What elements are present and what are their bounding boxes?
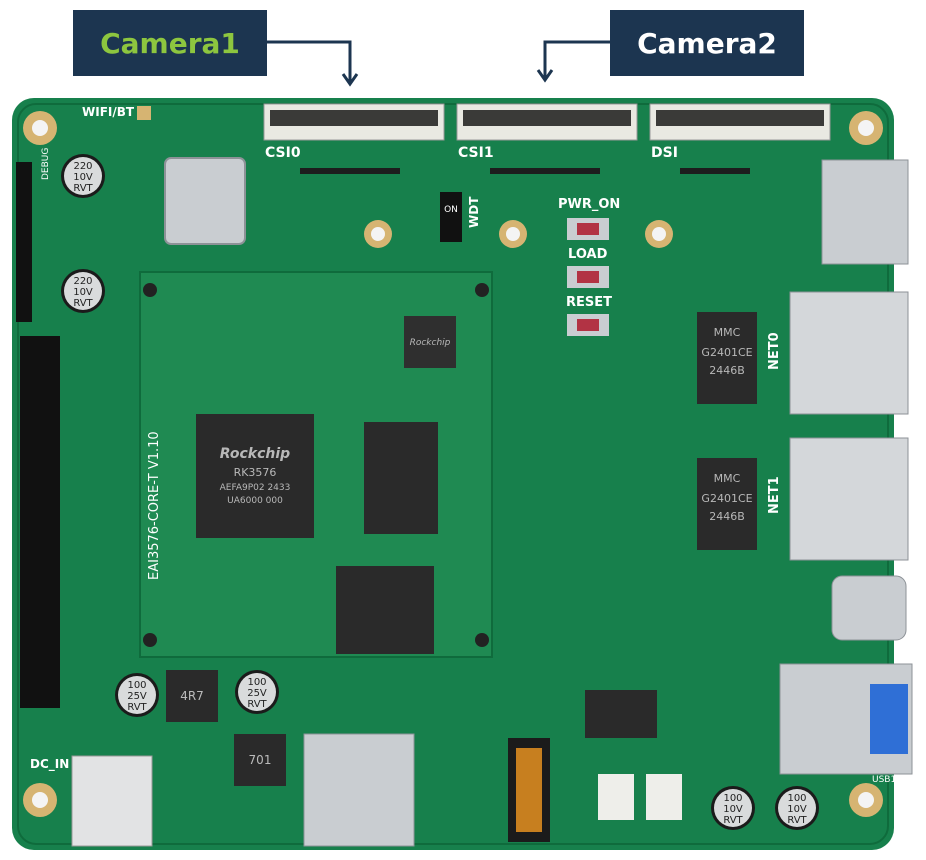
capacitor-c3: 100 25V RVT	[115, 673, 159, 717]
jst-connector-j17	[598, 774, 634, 820]
camera2-label: Camera2	[637, 26, 777, 60]
jst-connector-j15	[646, 774, 682, 820]
svg-text:4R7: 4R7	[180, 689, 204, 703]
svg-text:100: 100	[787, 793, 806, 804]
svg-text:RVT: RVT	[73, 183, 93, 194]
inductor-4r7: 4R7	[166, 670, 218, 722]
capacitor-c1: 220 10V RVT	[61, 154, 105, 198]
soc-code2: UA6000 000	[227, 496, 283, 506]
core-module-label: EAI3576-CORE-T V1.10	[147, 431, 162, 580]
rj45-net0	[789, 291, 909, 415]
csi1-label: CSI1	[458, 145, 494, 161]
svg-text:10V: 10V	[787, 804, 807, 815]
smd-rows	[300, 168, 750, 174]
svg-text:100: 100	[247, 677, 266, 688]
wifi-antenna-pad	[137, 106, 151, 120]
svg-text:RVT: RVT	[723, 815, 743, 826]
svg-text:10V: 10V	[73, 172, 93, 183]
load-button	[567, 266, 609, 288]
svg-text:220: 220	[73, 161, 92, 172]
hdmi-port	[821, 159, 909, 265]
eth-transformer-0	[697, 312, 757, 404]
svg-text:10V: 10V	[723, 804, 743, 815]
svg-text:RVT: RVT	[127, 702, 147, 713]
callout-arrows	[267, 40, 610, 87]
gpio-header-40pin	[20, 336, 60, 708]
camera2-arrow	[543, 40, 610, 80]
svg-text:220: 220	[73, 276, 92, 287]
eth1-brand: MMC	[714, 472, 741, 485]
camera2-callout: Camera2	[610, 10, 804, 76]
dsi-label: DSI	[651, 145, 678, 161]
soc-brand: Rockchip	[220, 446, 290, 462]
dc-in-jack	[71, 755, 153, 847]
pwr-on-label: PWR_ON	[558, 197, 620, 212]
load-label: LOAD	[568, 247, 608, 262]
rj45-net1	[789, 437, 909, 561]
soc-code: AEFA9P02 2433	[220, 483, 291, 493]
dc-in-label: DC_IN	[30, 757, 69, 772]
eth0-model: G2401CE	[701, 346, 752, 359]
eth0-brand: MMC	[714, 326, 741, 339]
csi0-label: CSI0	[265, 145, 301, 161]
debug-header	[16, 162, 32, 322]
soc-model: RK3576	[234, 466, 277, 479]
eth-transformer-1	[697, 458, 757, 550]
svg-text:25V: 25V	[127, 691, 147, 702]
ram-chip	[364, 422, 438, 534]
capacitor-c4: 100 25V RVT	[235, 670, 279, 714]
eth1-code: 2446B	[709, 510, 745, 523]
camera1-arrow	[267, 40, 352, 84]
capacitor-c6: 100 10V RVT	[775, 786, 819, 830]
reset-label: RESET	[566, 295, 612, 310]
wifi-bt-label: WIFI/BT	[82, 105, 135, 119]
eth1-model: G2401CE	[701, 492, 752, 505]
eth0-code: 2446B	[709, 364, 745, 377]
svg-text:10V: 10V	[73, 287, 93, 298]
mounting-holes	[23, 111, 883, 817]
usb1-label: USB1	[872, 775, 896, 785]
svg-text:100: 100	[723, 793, 742, 804]
wdt-on-label: ON	[444, 205, 458, 215]
soc-chip	[196, 414, 314, 538]
net0-label: NET0	[767, 332, 782, 370]
svg-text:100: 100	[127, 680, 146, 691]
capacitor-c5: 100 10V RVT	[711, 786, 755, 830]
svg-text:RVT: RVT	[73, 298, 93, 309]
camera1-arrowhead	[341, 73, 359, 87]
capacitor-c2: 220 10V RVT	[61, 269, 105, 313]
svg-text:RVT: RVT	[787, 815, 807, 826]
ic-u39	[585, 690, 657, 738]
wifi-module	[164, 157, 246, 245]
svg-text:25V: 25V	[247, 688, 267, 699]
usb-c-port	[831, 575, 907, 641]
svg-text:RVT: RVT	[247, 699, 267, 710]
svg-text:701: 701	[249, 753, 272, 767]
camera1-label: Camera1	[100, 26, 240, 60]
tf-card-slot	[303, 733, 415, 847]
wdt-dip-switch	[440, 192, 462, 242]
pwr-on-button	[567, 218, 609, 240]
camera2-arrowhead	[536, 69, 554, 83]
pmic-chip	[404, 316, 456, 368]
pmic-brand: Rockchip	[410, 338, 451, 348]
wdt-label: WDT	[467, 196, 481, 228]
fpc-connectors	[263, 103, 831, 141]
emmc-chip	[336, 566, 434, 654]
camera1-callout: Camera1	[73, 10, 267, 76]
reset-button	[567, 314, 609, 336]
debug-label: DEBUG	[41, 148, 51, 180]
inductor-701: 701	[234, 734, 286, 786]
core-module	[139, 271, 493, 658]
net1-label: NET1	[767, 476, 782, 514]
